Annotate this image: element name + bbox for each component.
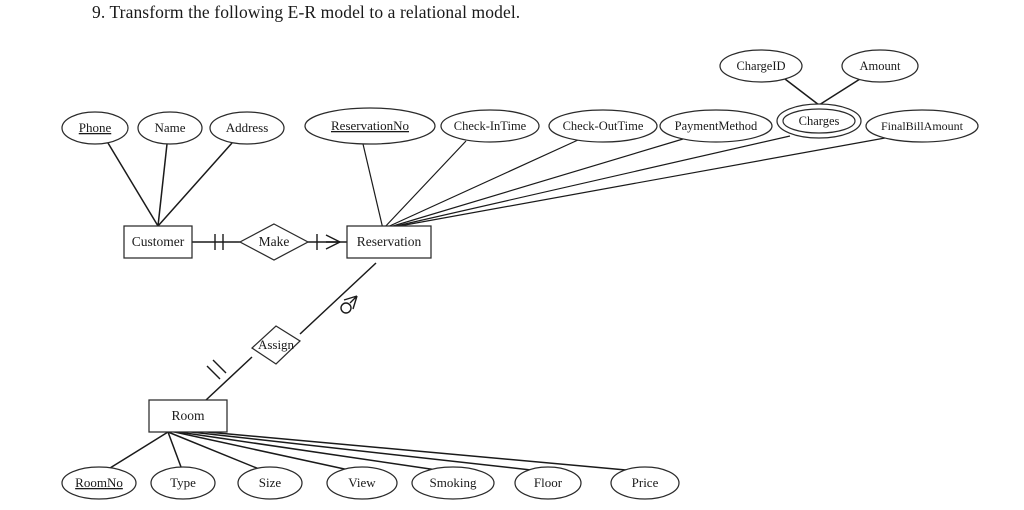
attribute-charges-label: Charges bbox=[799, 114, 840, 128]
edge-price-room bbox=[173, 428, 627, 471]
attribute-type-label: Type bbox=[170, 475, 196, 490]
attribute-roomno-ellipse[interactable] bbox=[61, 466, 137, 500]
attribute-finalbillamount[interactable]: FinalBillAmount bbox=[865, 109, 979, 143]
attribute-smoking-label: Smoking bbox=[430, 475, 477, 490]
attribute-roomno[interactable]: RoomNo bbox=[61, 466, 137, 500]
attribute-amount-ellipse[interactable] bbox=[841, 49, 919, 83]
attribute-name[interactable]: Name bbox=[137, 111, 203, 145]
attribute-size-label: Size bbox=[259, 475, 282, 490]
attribute-smoking-ellipse[interactable] bbox=[411, 466, 495, 500]
edge-address-customer bbox=[157, 142, 233, 227]
attribute-price-label: Price bbox=[632, 475, 659, 490]
attribute-finalbillamount-ellipse[interactable] bbox=[865, 109, 979, 143]
edge-checkouttime-reservation bbox=[382, 139, 579, 230]
edge-charges-reservation bbox=[382, 135, 791, 230]
attribute-type[interactable]: Type bbox=[150, 466, 216, 500]
attribute-address-label: Address bbox=[226, 120, 269, 135]
entity-room[interactable]: Room bbox=[148, 399, 228, 433]
attribute-name-label: Name bbox=[154, 120, 185, 135]
attribute-size[interactable]: Size bbox=[237, 466, 303, 500]
entity-room-box[interactable] bbox=[148, 399, 228, 433]
attribute-phone-label: Phone bbox=[79, 120, 112, 135]
edge-paymentmethod-reservation bbox=[382, 138, 684, 230]
entity-customer-label: Customer bbox=[132, 234, 185, 249]
attribute-paymentmethod-ellipse[interactable] bbox=[659, 109, 773, 143]
cardinality-one-and-only-one-make-customer bbox=[214, 234, 224, 250]
edge-smoking-room bbox=[171, 430, 438, 471]
attribute-checkouttime-ellipse[interactable] bbox=[548, 109, 658, 143]
relationship-assign-group: Assign bbox=[205, 262, 377, 401]
attribute-charges[interactable]: Charges bbox=[776, 103, 862, 139]
attribute-address-ellipse[interactable] bbox=[209, 111, 285, 145]
edge-amount-charges bbox=[818, 78, 861, 106]
attribute-paymentmethod-label: PaymentMethod bbox=[675, 119, 758, 133]
attribute-view-ellipse[interactable] bbox=[326, 466, 398, 500]
attribute-roomno-label: RoomNo bbox=[75, 475, 123, 490]
attribute-floor-ellipse[interactable] bbox=[514, 466, 582, 500]
attribute-smoking[interactable]: Smoking bbox=[411, 466, 495, 500]
attribute-price[interactable]: Price bbox=[610, 466, 680, 500]
relationship-make-label: Make bbox=[259, 234, 290, 249]
entity-reservation[interactable]: Reservation bbox=[346, 225, 432, 259]
entity-reservation-box[interactable] bbox=[346, 225, 432, 259]
entity-reservation-label: Reservation bbox=[357, 234, 422, 249]
attribute-charges-inner-ellipse bbox=[782, 108, 856, 134]
attribute-finalbillamount-label: FinalBillAmount bbox=[881, 119, 964, 133]
attribute-checkintime-ellipse[interactable] bbox=[440, 109, 540, 143]
edge-phone-customer bbox=[107, 142, 159, 227]
cardinality-one-to-many-make-reservation bbox=[316, 234, 341, 250]
edge-chargeid-charges bbox=[784, 78, 820, 106]
relationship-assign-label: Assign bbox=[258, 337, 295, 352]
attribute-name-ellipse[interactable] bbox=[137, 111, 203, 145]
entity-customer[interactable]: Customer bbox=[123, 225, 193, 259]
attribute-chargeid-label: ChargeID bbox=[736, 59, 785, 73]
edge-size-room bbox=[167, 431, 260, 470]
attribute-floor-label: Floor bbox=[534, 475, 563, 490]
attribute-amount[interactable]: Amount bbox=[841, 49, 919, 83]
attribute-connector-lines bbox=[107, 78, 886, 471]
edge-roomno-room bbox=[109, 431, 169, 469]
cardinality-zero-to-many-assign-reservation bbox=[340, 295, 358, 314]
edge-type-room bbox=[167, 431, 182, 468]
attribute-reservationno[interactable]: ReservationNo bbox=[304, 107, 436, 145]
entity-customer-box[interactable] bbox=[123, 225, 193, 259]
edge-assign-reservation bbox=[299, 262, 377, 335]
page-title: 9. Transform the following E-R model to … bbox=[92, 2, 521, 22]
relationship-make-diamond bbox=[238, 223, 310, 261]
attribute-reservationno-ellipse[interactable] bbox=[304, 107, 436, 145]
attribute-paymentmethod[interactable]: PaymentMethod bbox=[659, 109, 773, 143]
edge-room-assign bbox=[205, 356, 253, 401]
attribute-size-ellipse[interactable] bbox=[237, 466, 303, 500]
attribute-chargeid-ellipse[interactable] bbox=[719, 49, 803, 83]
attribute-chargeid[interactable]: ChargeID bbox=[719, 49, 803, 83]
entity-room-label: Room bbox=[171, 408, 205, 423]
attribute-price-ellipse[interactable] bbox=[610, 466, 680, 500]
edge-finalbillamount-reservation bbox=[382, 137, 886, 230]
relationship-assign-diamond bbox=[250, 325, 302, 365]
attribute-phone[interactable]: Phone bbox=[61, 111, 129, 145]
edge-floor-room bbox=[172, 429, 532, 471]
attribute-checkintime-label: Check-InTime bbox=[454, 119, 527, 133]
attribute-reservationno-label: ReservationNo bbox=[331, 118, 409, 133]
attribute-floor[interactable]: Floor bbox=[514, 466, 582, 500]
edge-checkintime-reservation bbox=[382, 140, 467, 230]
cardinality-one-and-only-one-assign-room bbox=[206, 359, 227, 380]
relationship-make-group: Make bbox=[192, 223, 347, 261]
edge-reservationno-reservation bbox=[362, 143, 384, 230]
attribute-view-label: View bbox=[348, 475, 376, 490]
attribute-view[interactable]: View bbox=[326, 466, 398, 500]
edge-name-customer bbox=[157, 143, 168, 227]
attribute-checkouttime[interactable]: Check-OutTime bbox=[548, 109, 658, 143]
attribute-amount-label: Amount bbox=[860, 59, 902, 73]
attribute-checkintime[interactable]: Check-InTime bbox=[440, 109, 540, 143]
attribute-address[interactable]: Address bbox=[209, 111, 285, 145]
edge-view-room bbox=[169, 430, 350, 471]
attribute-phone-ellipse[interactable] bbox=[61, 111, 129, 145]
attribute-checkouttime-label: Check-OutTime bbox=[563, 119, 644, 133]
attribute-type-ellipse[interactable] bbox=[150, 466, 216, 500]
